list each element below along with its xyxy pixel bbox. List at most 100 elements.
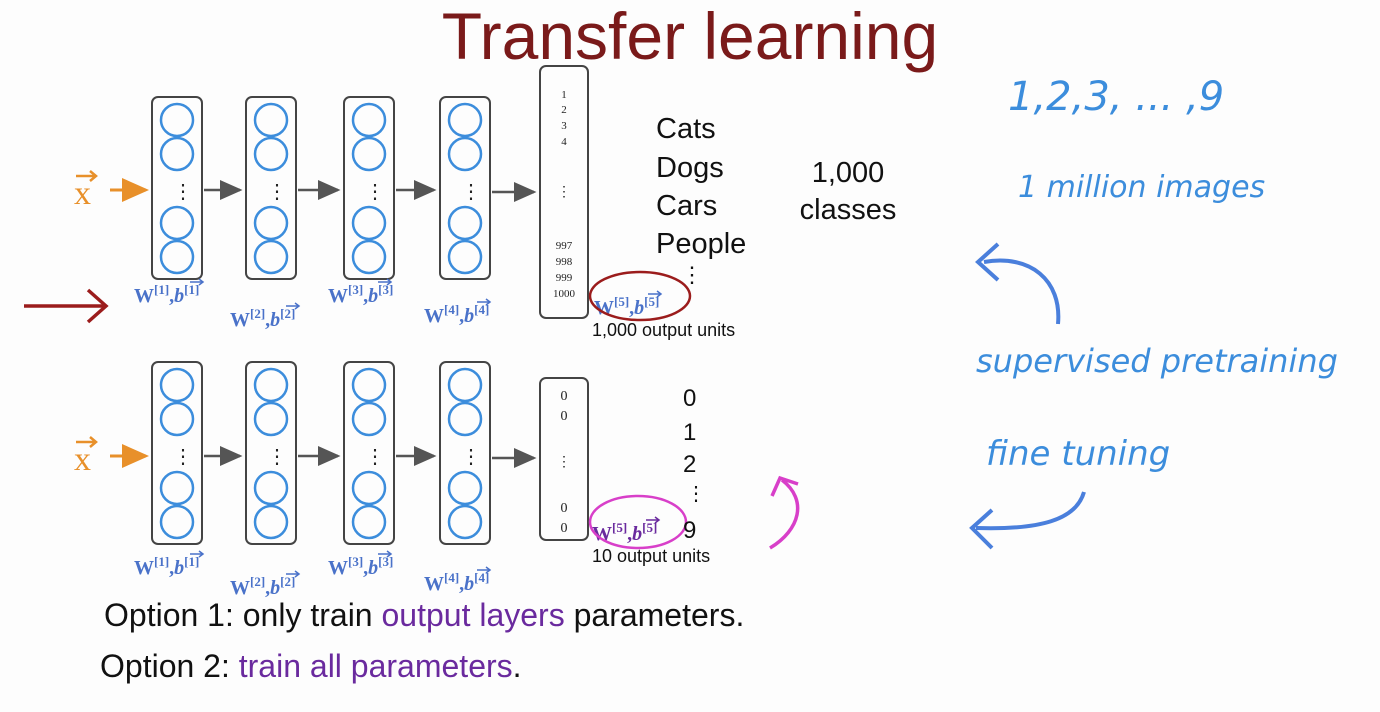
top-param-labels: W[1],b[1] W[2],b[2] W[3],b[3] W[4],b[4] …: [134, 282, 659, 331]
million-images-note: 1 million images: [1018, 170, 1266, 205]
top-output-units-label: 1,000 output units: [592, 320, 735, 340]
neuron: [159, 401, 195, 437]
output-value: ⋮: [557, 453, 571, 469]
neuron: [253, 205, 289, 241]
bottom-output-layer: 0 0 ⋮ 0 0: [539, 377, 589, 541]
top-output-layer: 1 2 3 4 ⋮ 997 998 999 1000: [539, 65, 589, 319]
neuron: [159, 367, 195, 403]
param-label-layer-1: W[1],b[1]: [134, 554, 199, 579]
neuron-ellipsis: ⋮: [461, 446, 481, 468]
bottom-w5-highlight-circle: [588, 494, 688, 550]
output-index: 1000: [553, 288, 576, 300]
class-label: People: [656, 228, 746, 260]
top-class-list: Cats Dogs Cars People ⋮ 1,000 classes: [656, 113, 896, 287]
finetuning-arrow: [969, 491, 1086, 550]
option-2: Option 2: train all parameters.: [100, 648, 522, 685]
class-count-line1: 1,000: [812, 157, 885, 189]
neuron: [447, 102, 483, 138]
top-x-symbol: x: [74, 175, 91, 212]
param-label-layer-3: W[3],b[3]: [328, 554, 393, 579]
output-index: 997: [556, 240, 573, 252]
top-row-pointer-arrow: [24, 288, 109, 324]
top-x-vector-arrow: [76, 170, 98, 182]
bottom-x-vector-arrow: [76, 436, 98, 448]
neuron: [351, 205, 387, 241]
neuron-ellipsis: ⋮: [173, 181, 193, 203]
neuron: [159, 136, 195, 172]
class-label: Cars: [656, 190, 717, 222]
digit-label: 0: [683, 385, 696, 412]
class-label: Cats: [656, 113, 716, 145]
top-output-box: [539, 65, 589, 319]
bottom-digit-list: 0 1 2 ⋮ 9: [683, 385, 706, 544]
param-label-layer-4: W[4],b[4]: [424, 302, 489, 327]
top-layer-2-box: [245, 96, 297, 280]
neuron: [447, 401, 483, 437]
digit-label: ⋮: [686, 483, 706, 505]
bottom-param-labels: W[1],b[1] W[2],b[2] W[3],b[3] W[4],b[4]: [134, 554, 489, 599]
bottom-layer-1-box: [151, 361, 203, 545]
neuron: [253, 367, 289, 403]
bottom-output-units-label: 10 output units: [592, 546, 710, 566]
output-index: ⋮: [557, 183, 571, 199]
pretraining-arrow: [975, 242, 1061, 325]
option-1-suffix: parameters.: [564, 597, 745, 633]
param-label-layer-1: W[1],b[1]: [134, 282, 199, 307]
b-vector-marks-bottom: [190, 550, 492, 578]
class-label: ⋮: [681, 262, 703, 287]
top-w5-highlight-circle: [588, 270, 692, 322]
neuron: [253, 102, 289, 138]
digits-sequence-note: 1,2,3, ... ,9: [1008, 74, 1225, 120]
bottom-input-x: x: [74, 436, 149, 478]
top-network: x ⋮ ⋮: [24, 65, 735, 340]
bottom-layer-1: ⋮: [151, 361, 203, 545]
top-layer-2: ⋮: [245, 96, 297, 280]
digit-label: 9: [683, 517, 696, 544]
neuron-ellipsis: ⋮: [461, 181, 481, 203]
top-layer-1: ⋮: [151, 96, 203, 280]
bottom-layer-4: ⋮: [439, 361, 491, 545]
neuron: [253, 239, 289, 275]
output-value: 0: [561, 501, 568, 516]
bottom-layer-2-box: [245, 361, 297, 545]
neuron: [159, 239, 195, 275]
option-2-prefix: Option 2:: [100, 648, 239, 684]
neuron: [159, 205, 195, 241]
param-label-layer-2: W[2],b[2]: [230, 306, 295, 331]
neuron: [351, 470, 387, 506]
neuron: [253, 136, 289, 172]
param-label-layer-5: W[5],b[5]: [594, 294, 659, 319]
output-index: 998: [556, 256, 573, 268]
neuron: [253, 401, 289, 437]
option-1-highlight: output layers: [381, 597, 565, 633]
supervised-pretraining-note: supervised pretraining: [976, 342, 1338, 380]
output-value: 0: [561, 521, 568, 536]
output-value: 0: [561, 409, 568, 424]
option-1: Option 1: only train output layers param…: [104, 597, 744, 634]
output-index: 4: [561, 136, 567, 148]
neuron: [447, 470, 483, 506]
output-index: 999: [556, 272, 573, 284]
neuron: [351, 367, 387, 403]
digit-label: 2: [683, 451, 696, 478]
param-label-layer-4: W[4],b[4]: [424, 570, 489, 595]
top-layer-3: ⋮: [343, 96, 395, 280]
neuron: [351, 136, 387, 172]
neuron: [159, 470, 195, 506]
neuron: [351, 504, 387, 540]
neuron: [253, 504, 289, 540]
bottom-layer-3-box: [343, 361, 395, 545]
slide-title: Transfer learning: [441, 0, 939, 73]
neuron-ellipsis: ⋮: [267, 181, 287, 203]
option-2-highlight: train all parameters: [238, 648, 513, 684]
param-label-layer-2: W[2],b[2]: [230, 574, 295, 599]
output-value: 0: [561, 389, 568, 404]
neuron: [447, 136, 483, 172]
option-2-suffix: .: [512, 648, 522, 684]
param-label-layer-3: W[3],b[3]: [328, 282, 393, 307]
magenta-curved-arrow: [769, 475, 800, 550]
bottom-layer-2: ⋮: [245, 361, 297, 545]
bottom-layer-4-box: [439, 361, 491, 545]
neuron: [351, 102, 387, 138]
